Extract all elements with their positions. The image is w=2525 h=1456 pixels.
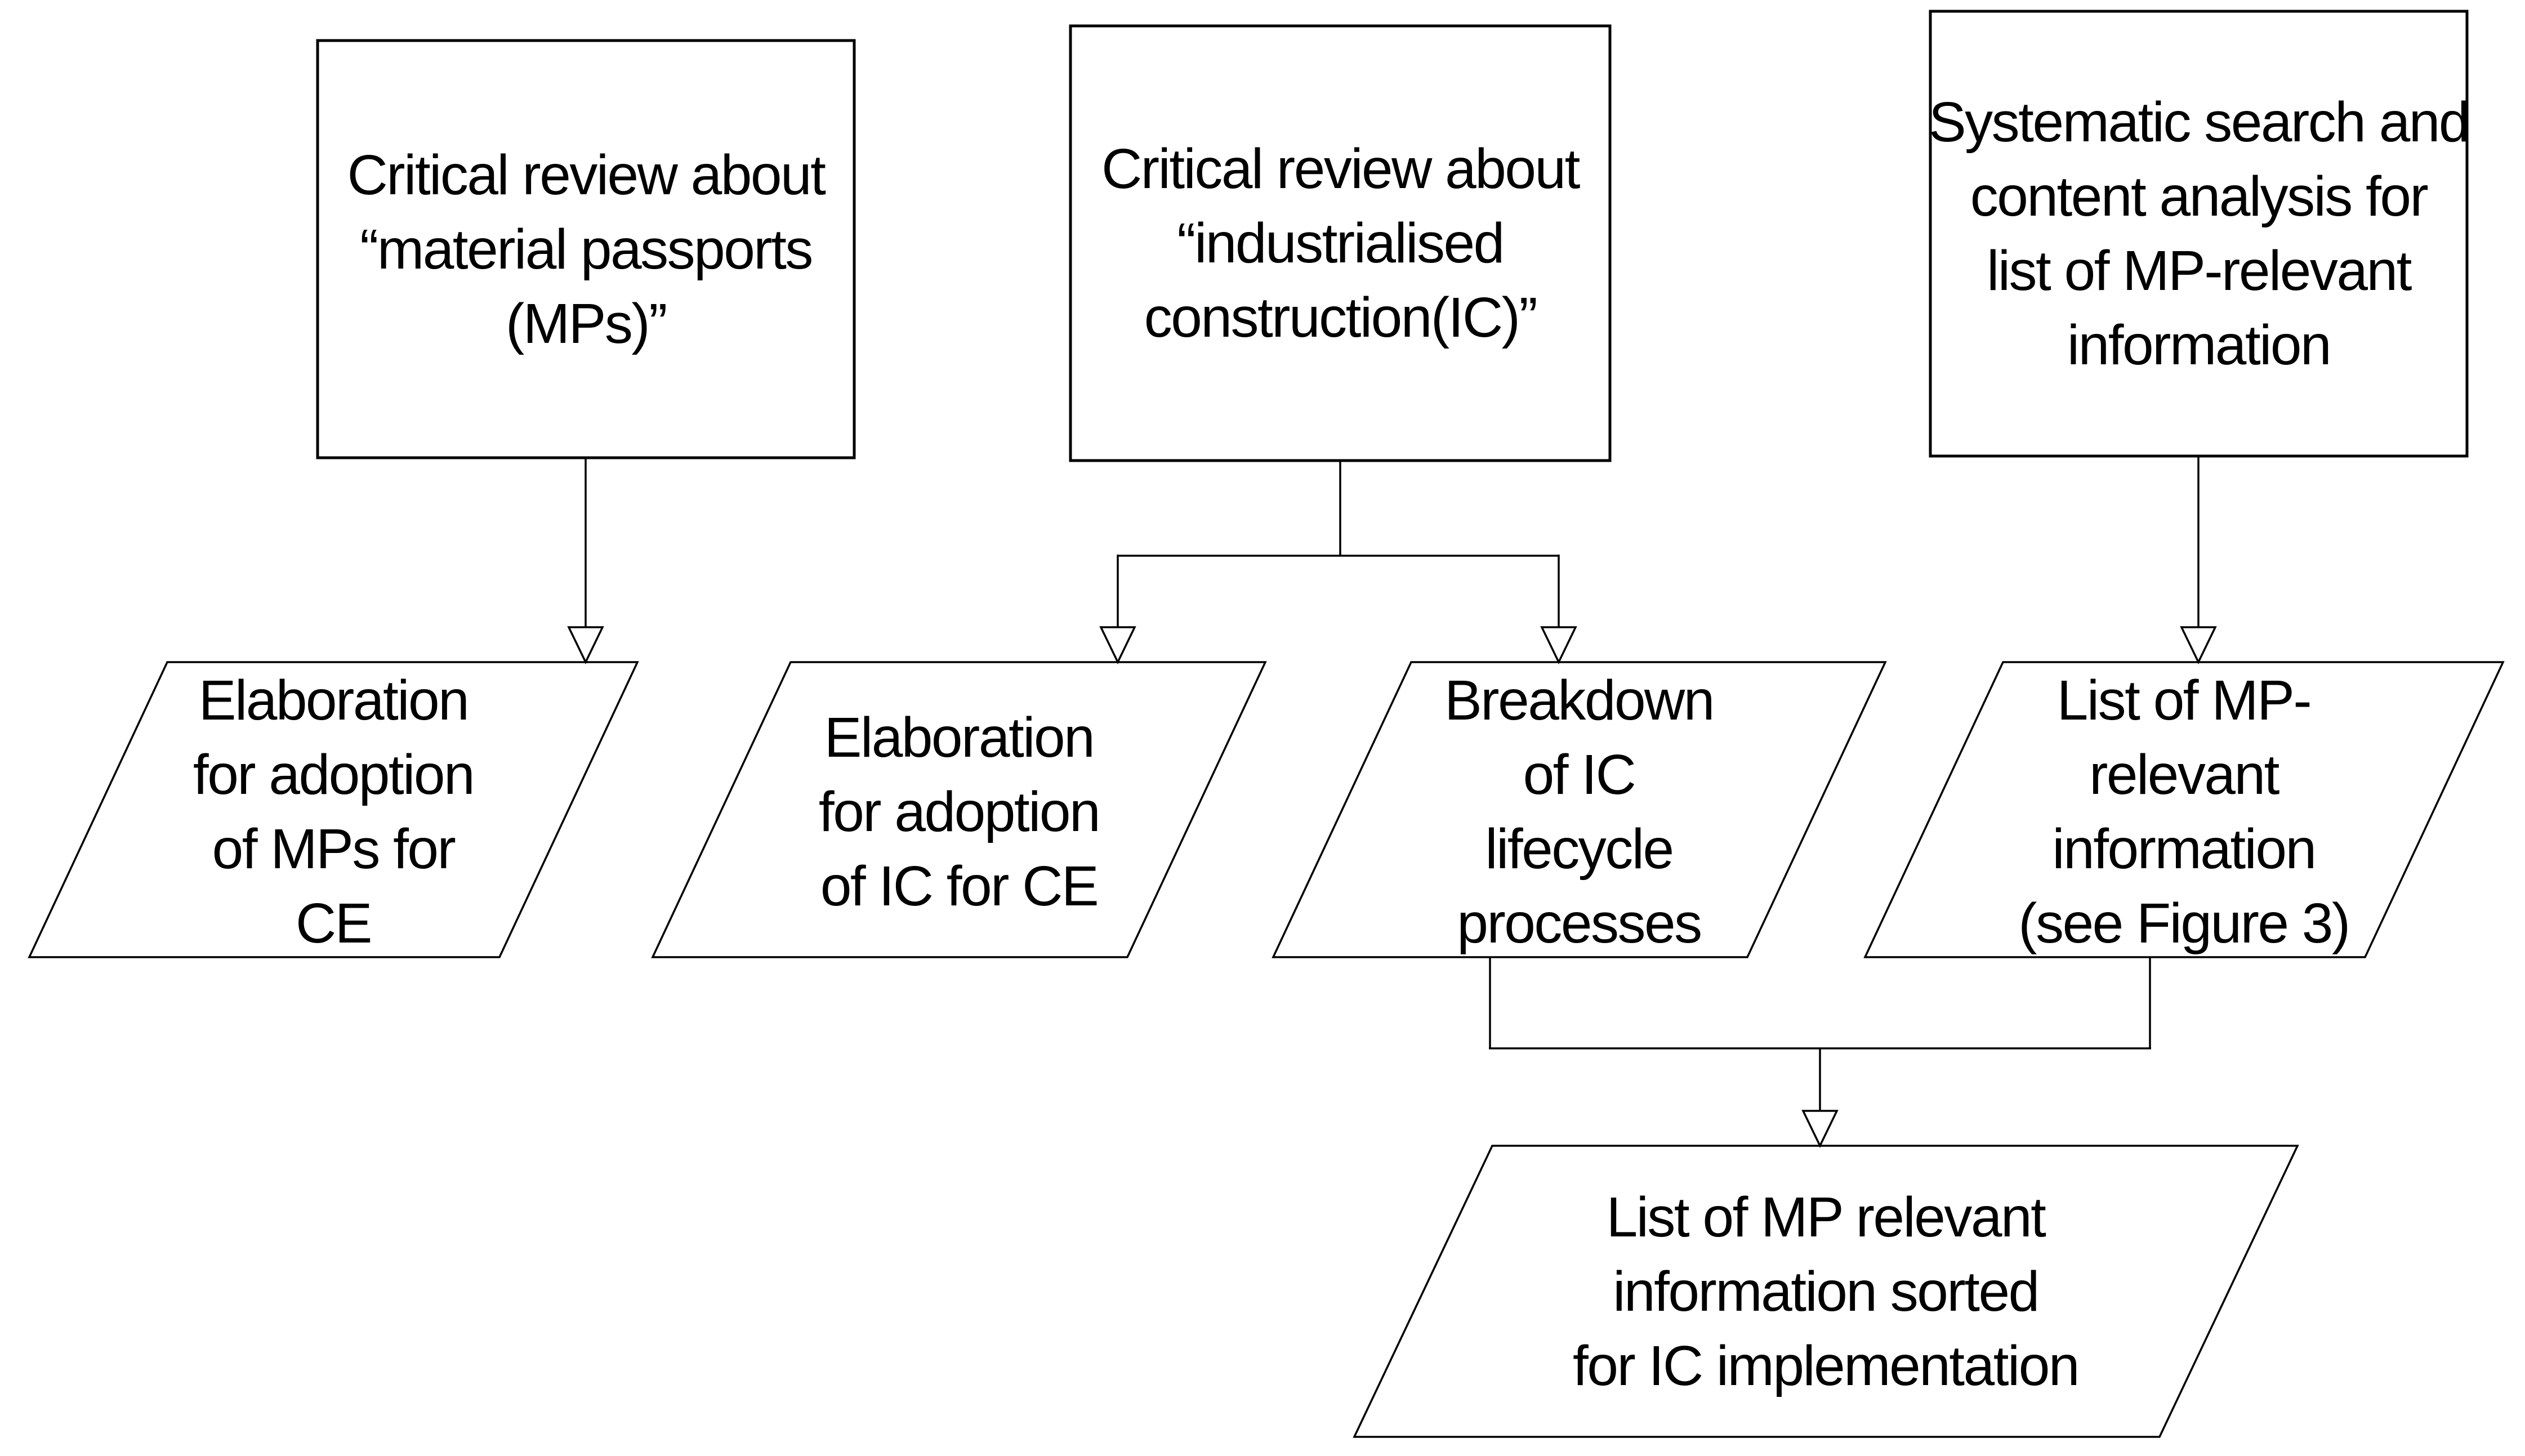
node-review-ic-label: Critical review about “industrialised co… <box>1070 26 1610 461</box>
node-mp-info-text: List of MP- relevant information (see Fi… <box>2018 669 2350 955</box>
node-search-shape <box>1929 10 2469 458</box>
arrowhead-to-adopt-ic <box>1099 626 1136 665</box>
node-breakdown-label: Breakdown of IC lifecycle processes <box>1297 667 1861 957</box>
node-mp-info-shape <box>1863 661 2505 958</box>
edge-review-ic-split <box>1117 461 1560 628</box>
node-sorted-list-label: List of MP relevant information sorted f… <box>1375 1146 2276 1437</box>
node-review-mps-text: Critical review about “material passport… <box>347 143 826 355</box>
node-breakdown-text: Breakdown of IC lifecycle processes <box>1444 669 1715 955</box>
node-review-ic-text: Critical review about “industrialised co… <box>1101 137 1580 349</box>
arrowhead-to-breakdown <box>1540 626 1577 665</box>
node-review-mps-label: Critical review about “material passport… <box>318 41 854 458</box>
node-review-ic-shape <box>1069 24 1612 462</box>
node-review-mps-shape <box>316 39 856 459</box>
node-adopt-mps-text: Elaboration for adoption of MPs for CE <box>193 669 475 955</box>
node-mp-info-label: List of MP- relevant information (see Fi… <box>1902 667 2465 957</box>
node-breakdown-shape <box>1272 661 1887 958</box>
node-adopt-ic-shape <box>651 661 1267 958</box>
node-adopt-mps-shape <box>28 661 639 958</box>
arrowhead-to-adopt-mps <box>567 626 604 665</box>
node-sorted-list-shape <box>1353 1145 2299 1438</box>
node-adopt-ic-label: Elaboration for adoption of IC for CE <box>677 667 1241 957</box>
node-adopt-ic-text: Elaboration for adoption of IC for CE <box>818 706 1101 918</box>
node-adopt-mps-label: Elaboration for adoption of MPs for CE <box>52 667 615 957</box>
node-search-label: Systematic search and content analysis f… <box>1928 11 2470 456</box>
node-search-text: Systematic search and content analysis f… <box>1928 91 2470 377</box>
edge-merge-to-sorted-list <box>1489 957 2151 1112</box>
arrowhead-to-sorted-list <box>1801 1110 1839 1149</box>
node-sorted-list-text: List of MP relevant information sorted f… <box>1573 1185 2080 1397</box>
arrowhead-to-mp-info <box>2180 626 2217 665</box>
